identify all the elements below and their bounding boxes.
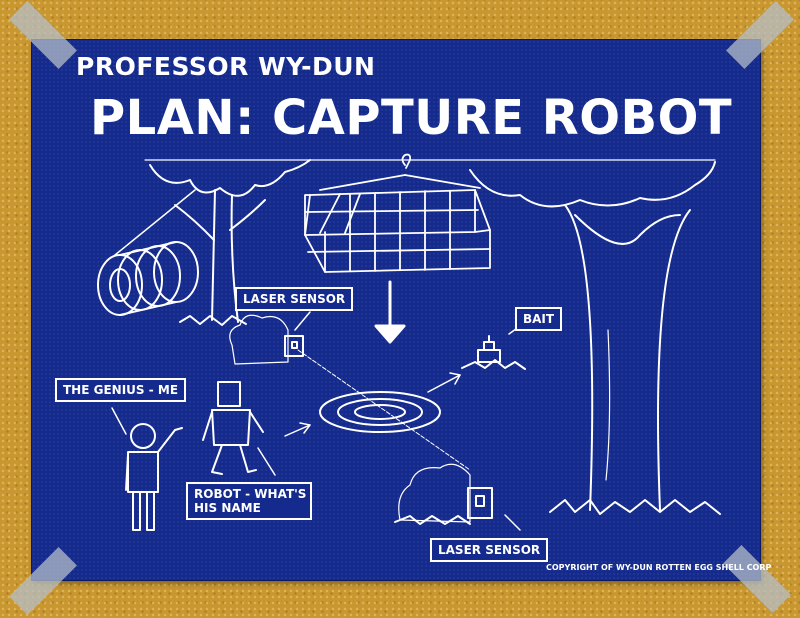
arrow-to-bait bbox=[427, 374, 461, 393]
bait-label: BAIT bbox=[515, 307, 563, 331]
left-tree-icon bbox=[149, 159, 311, 326]
genius-person-icon bbox=[111, 407, 183, 531]
pointer-line bbox=[294, 311, 311, 331]
down-arrow-icon bbox=[374, 280, 406, 344]
copyright-text: COPYRIGHT OF WY-DUN ROTTEN EGG SHELL COR… bbox=[546, 563, 772, 572]
robot-label: ROBOT - WHAT'S HIS NAME bbox=[186, 482, 312, 520]
robot-label-line1: ROBOT - WHAT'S bbox=[194, 487, 307, 501]
cage-icon bbox=[304, 153, 491, 273]
arrow-to-target bbox=[284, 424, 311, 437]
bait-icon bbox=[461, 325, 526, 370]
plan-subtitle: PROFESSOR WY-DUN bbox=[76, 52, 376, 81]
right-tree-icon bbox=[469, 161, 721, 515]
bottom-sensor-icon bbox=[394, 463, 521, 531]
top-sensor-icon bbox=[229, 314, 304, 365]
plan-title: PLAN: CAPTURE ROBOT bbox=[90, 90, 733, 146]
arrow-to-target-head bbox=[299, 422, 311, 434]
blueprint-board bbox=[32, 40, 760, 580]
genius-label: THE GENIUS - ME bbox=[55, 378, 187, 402]
laser-sensor-top-label: LASER SENSOR bbox=[235, 287, 354, 311]
robot-label-line2: HIS NAME bbox=[194, 501, 261, 515]
laser-sensor-bottom-label: LASER SENSOR bbox=[430, 538, 549, 562]
target-rings-icon bbox=[319, 391, 441, 433]
laser-beam bbox=[297, 349, 471, 471]
robot-icon bbox=[202, 381, 276, 476]
tire-roll-icon bbox=[97, 189, 199, 316]
arrow-to-bait-head bbox=[449, 372, 461, 385]
